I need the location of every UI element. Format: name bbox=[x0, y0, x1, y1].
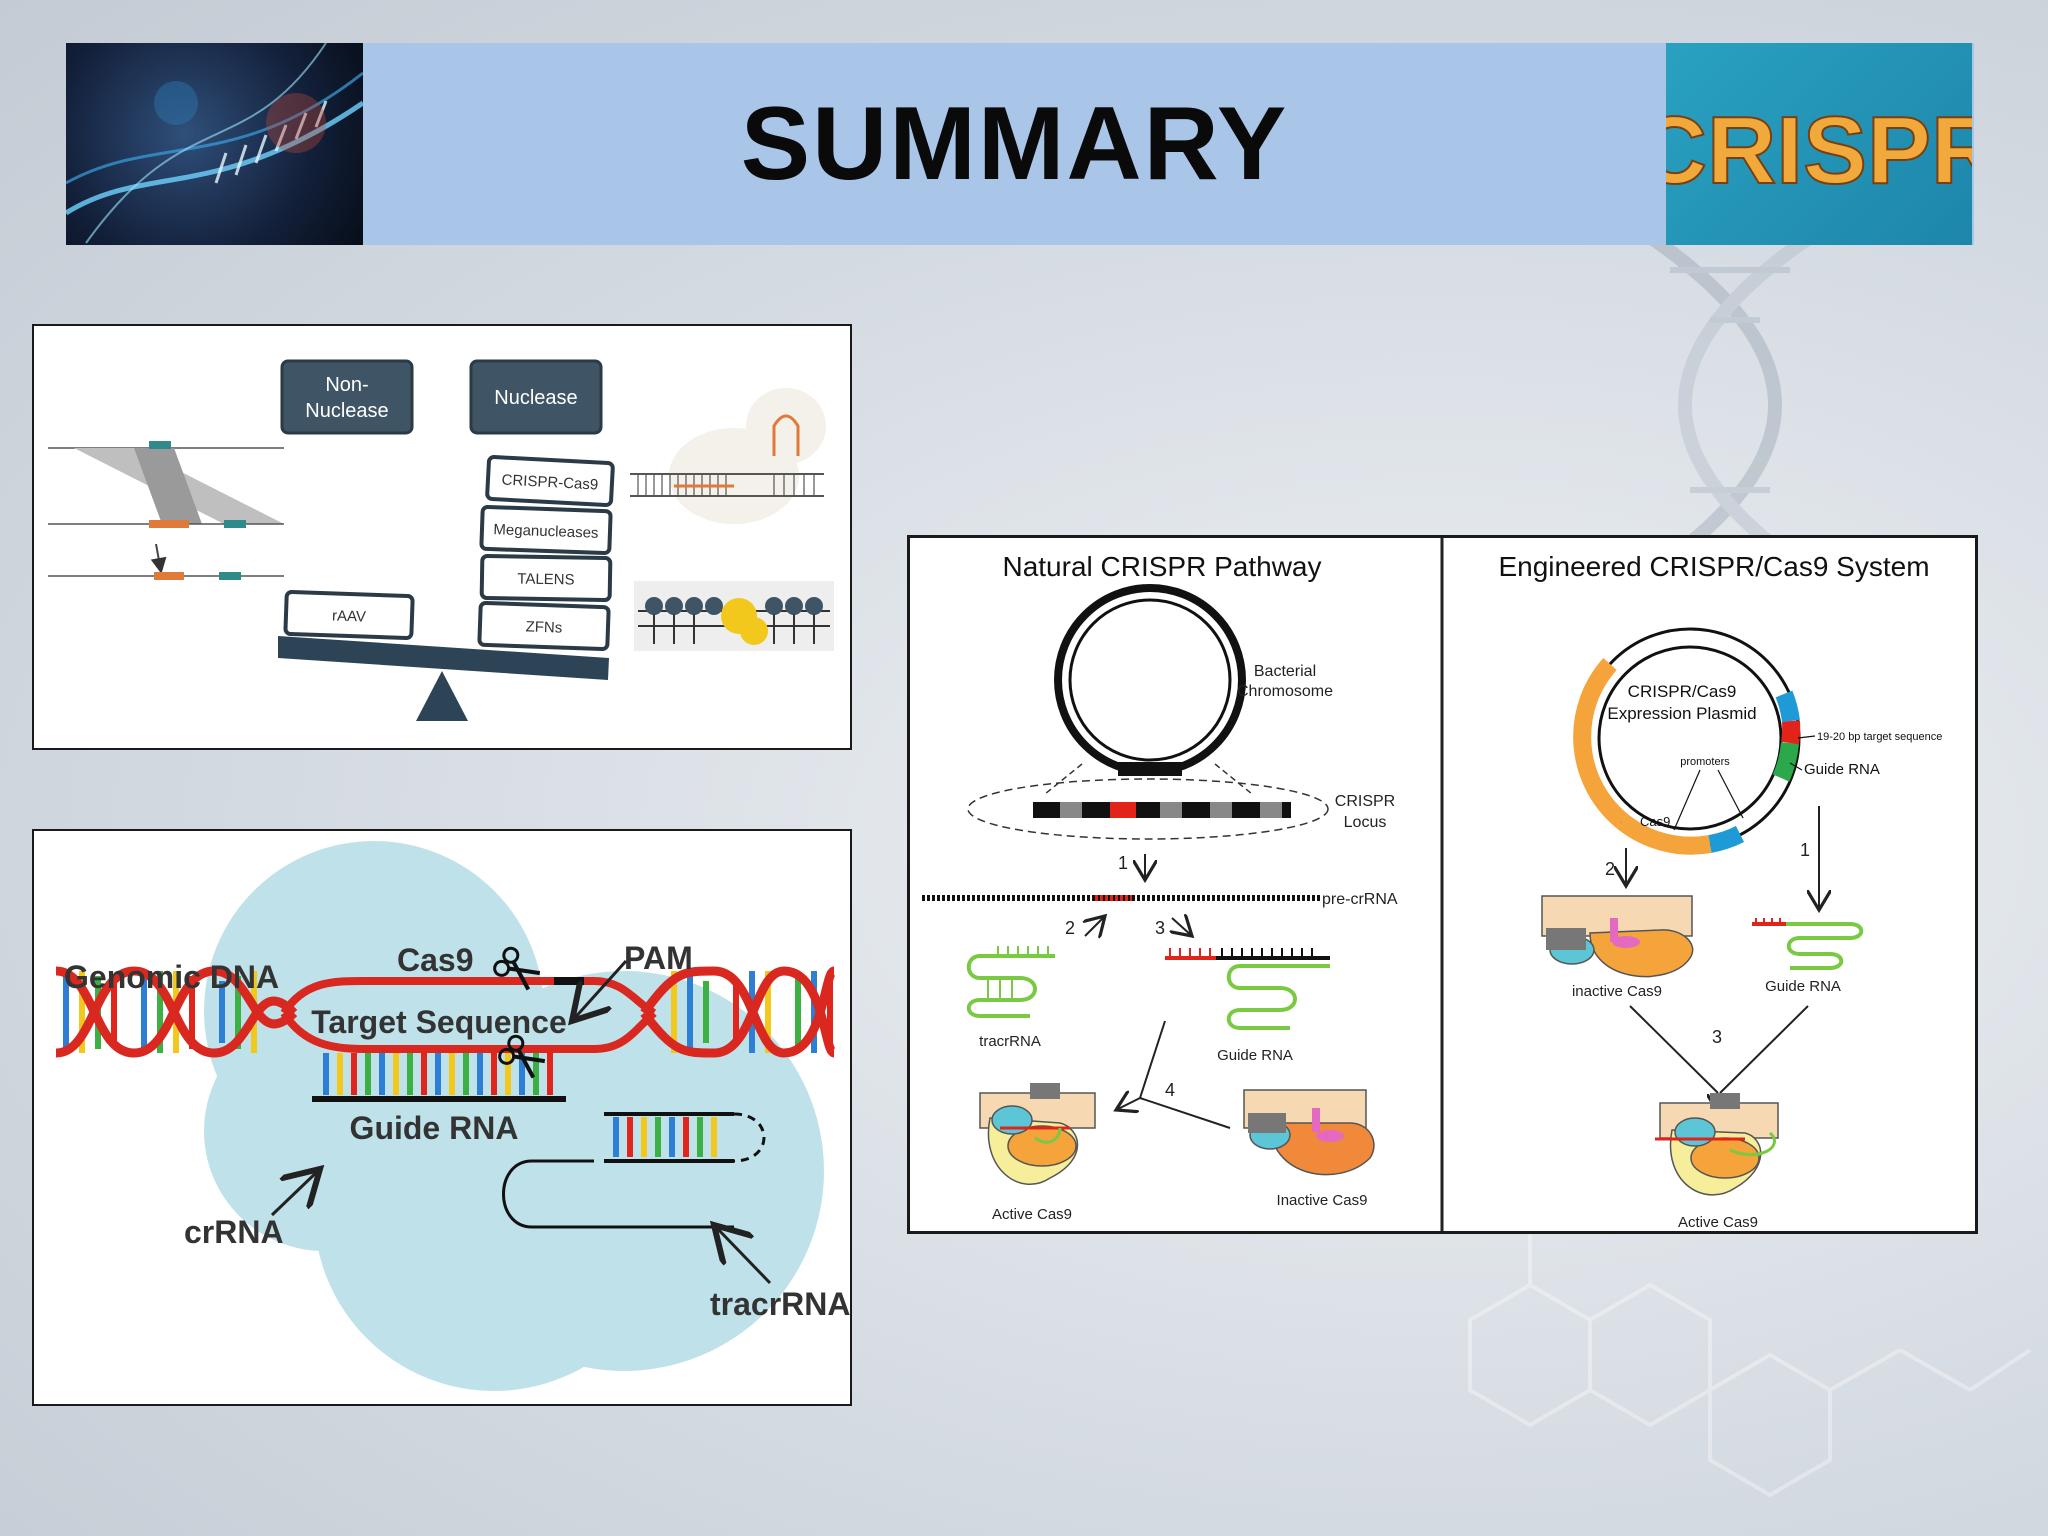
step-1-natural: 1 bbox=[1118, 853, 1128, 873]
scissors-icon-top bbox=[493, 946, 541, 991]
non-nuclease-label-1: Non- bbox=[325, 374, 368, 396]
balance-fulcrum bbox=[416, 671, 468, 721]
nuclease-item-crispr-cas9: CRISPR-Cas9 bbox=[485, 455, 615, 507]
active-cas9-eng-label: Active Cas9 bbox=[1678, 1214, 1758, 1231]
nuclease-label: Nuclease bbox=[494, 387, 577, 409]
guide-rna-illustration bbox=[630, 388, 826, 524]
active-cas9-engineered bbox=[1655, 1093, 1779, 1196]
svg-text:CRISPR-Cas9: CRISPR-Cas9 bbox=[501, 471, 598, 493]
tracrrna-structure bbox=[502, 1112, 766, 1229]
non-nuclease-label-2: Nuclease bbox=[305, 400, 388, 422]
crispr-locus-label-2: Locus bbox=[1344, 814, 1387, 831]
step-1-engineered: 1 bbox=[1800, 840, 1810, 860]
step-2-engineered: 2 bbox=[1605, 859, 1615, 879]
step-4-natural: 4 bbox=[1165, 1080, 1175, 1100]
active-cas9-natural bbox=[979, 1083, 1096, 1185]
crispr-locus-region bbox=[967, 778, 1329, 840]
step-2-natural: 2 bbox=[1065, 918, 1075, 938]
background-molecule bbox=[1468, 1220, 2032, 1498]
promoters-label: promoters bbox=[1680, 756, 1730, 768]
genomic-dna-helix-right bbox=[640, 966, 837, 1058]
cas9-plasmid-label: Cas9 bbox=[1640, 814, 1670, 829]
non-nuclease-category: Non- Nuclease bbox=[280, 359, 414, 435]
nuclease-item-zfns: ZFNs bbox=[477, 600, 611, 652]
inactive-cas9-engineered bbox=[1541, 895, 1694, 978]
natural-pathway-title: Natural CRISPR Pathway bbox=[1002, 551, 1321, 582]
crispr-logo-image: CRISPR bbox=[1666, 43, 1972, 245]
crispr-logo-text: CRISPR bbox=[1666, 97, 1972, 204]
svg-text:rAAV: rAAV bbox=[332, 607, 366, 625]
svg-text:Meganucleases: Meganucleases bbox=[493, 521, 599, 542]
header-bar bbox=[66, 43, 1974, 245]
guide-rna-eng2-label: Guide RNA bbox=[1765, 978, 1841, 995]
page-title: SUMMARY bbox=[740, 85, 1289, 202]
label-crrna: crRNA bbox=[184, 1214, 284, 1250]
label-pam: PAM bbox=[624, 940, 693, 976]
label-guide-rna: Guide RNA bbox=[350, 1110, 519, 1146]
expression-plasmid bbox=[1573, 627, 1801, 855]
bacterial-chromosome bbox=[1054, 584, 1246, 776]
inactive-cas9-natural bbox=[1243, 1089, 1375, 1176]
label-cas9: Cas9 bbox=[397, 942, 474, 978]
inactive-cas9-natural-label: Inactive Cas9 bbox=[1277, 1192, 1368, 1209]
active-cas9-natural-label: Active Cas9 bbox=[992, 1206, 1072, 1223]
bacterial-label-2: Chromosome bbox=[1237, 683, 1333, 700]
step-3-engineered: 3 bbox=[1712, 1027, 1722, 1047]
gene-editing-tools-panel: Non- Nuclease Nuclease CRISPR-Cas9 Megan… bbox=[32, 324, 852, 750]
talen-protein-illustration bbox=[634, 581, 834, 651]
plasmid-label-2: Expression Plasmid bbox=[1607, 704, 1756, 723]
scissors-icon-bottom bbox=[498, 1034, 546, 1079]
pre-crrna-label: pre-crRNA bbox=[1322, 891, 1398, 908]
guide-rna-engineered bbox=[1752, 918, 1864, 970]
nuclease-category: Nuclease bbox=[469, 359, 603, 435]
recombination-schematic bbox=[48, 441, 284, 580]
guide-rna-natural bbox=[1165, 948, 1330, 1030]
target-seq-label: 19-20 bp target sequence bbox=[1817, 731, 1942, 743]
engineered-system-title: Engineered CRISPR/Cas9 System bbox=[1498, 551, 1929, 582]
crispr-pathway-panel: Natural CRISPR Pathway Bacterial Chromos… bbox=[907, 535, 1978, 1234]
tracrrna-label: tracrRNA bbox=[979, 1033, 1041, 1050]
bacterial-label-1: Bacterial bbox=[1254, 663, 1316, 680]
svg-text:ZFNs: ZFNs bbox=[525, 618, 562, 636]
svg-text:TALENS: TALENS bbox=[517, 571, 575, 589]
step-3-natural: 3 bbox=[1155, 918, 1165, 938]
plasmid-label-1: CRISPR/Cas9 bbox=[1628, 682, 1737, 701]
crispr-locus-label-1: CRISPR bbox=[1335, 793, 1395, 810]
dna-strands-image bbox=[66, 43, 363, 245]
label-target-sequence: Target Sequence bbox=[311, 1004, 566, 1040]
label-tracrrna: tracrRNA bbox=[710, 1286, 850, 1322]
guide-rna-basepairs bbox=[323, 1053, 553, 1095]
tracrrna-natural bbox=[966, 946, 1055, 1018]
cas9-mechanism-panel: Genomic DNA Cas9 PAM Target Sequence Gui… bbox=[32, 829, 852, 1406]
crrna-pointer bbox=[270, 1169, 320, 1217]
balance-beam bbox=[278, 636, 609, 680]
pam-site bbox=[554, 977, 584, 985]
genomic-dna-helix-left bbox=[55, 966, 298, 1058]
non-nuclease-item-raav: rAAV bbox=[283, 589, 415, 641]
target-dna-bottom-strand bbox=[280, 1010, 657, 1053]
pam-pointer bbox=[572, 959, 628, 1021]
target-dna-top-strand bbox=[280, 977, 657, 1017]
nuclease-item-talens: TALENS bbox=[479, 553, 613, 603]
guide-rna-eng-label: Guide RNA bbox=[1804, 761, 1880, 778]
inactive-cas9-eng-label: inactive Cas9 bbox=[1572, 983, 1662, 1000]
guide-rna-natural-label: Guide RNA bbox=[1217, 1047, 1293, 1064]
label-genomic-dna: Genomic DNA bbox=[64, 959, 279, 995]
nuclease-item-meganucleases: Meganucleases bbox=[479, 504, 613, 556]
crispr-locus bbox=[1033, 802, 1291, 818]
tracrrna-pointer bbox=[714, 1225, 772, 1285]
